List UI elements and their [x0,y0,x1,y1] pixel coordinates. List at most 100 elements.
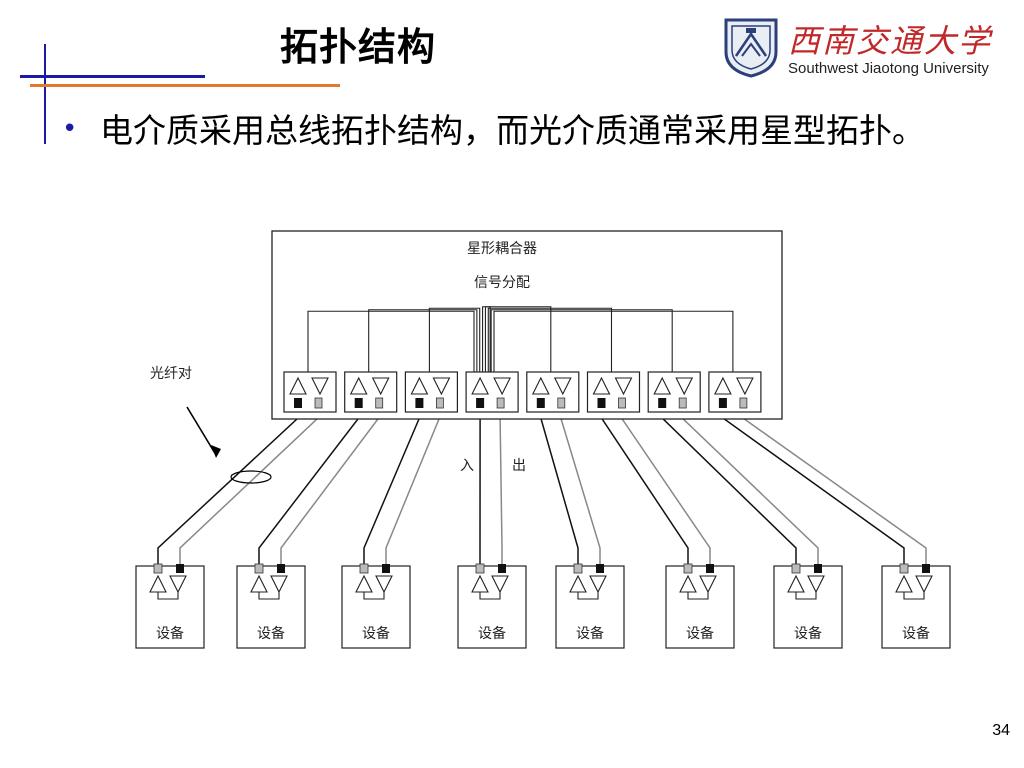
fiber-out-line [280,413,380,566]
connector-dark-icon [706,564,714,573]
connector-light-icon [359,563,369,574]
decor-vertical-line [44,44,46,144]
connector-light-icon [375,397,384,409]
coupler-port [647,371,701,413]
connector-dark-icon [382,564,390,573]
device-label: 设备 [362,625,390,642]
connector-light-icon [573,563,583,574]
device-box: 设备 [665,563,735,649]
device-box: 设备 [236,563,306,649]
connector-light-icon [791,563,801,574]
connector-dark-icon [597,398,606,408]
connector-light-icon [435,397,444,409]
connector-light-icon [557,397,566,409]
page-number: 34 [992,722,1010,739]
transmitter-triangle-icon [493,377,511,396]
fiber-out-line [560,413,601,566]
device-loop-line [258,592,280,600]
connector-light-icon [683,563,693,574]
coupler-label: 星形耦合器 [467,241,537,257]
connector-dark-icon [814,564,822,573]
transmitter-triangle-icon [589,575,607,594]
fiber-out-line [385,413,441,566]
fiber-in-line [363,413,421,566]
out-label: 出 [512,458,526,474]
fiber-cables [157,413,927,566]
connector-light-icon [618,397,626,409]
transmitter-triangle-icon [736,377,754,396]
transmitter-triangle-icon [491,575,509,594]
distribution-line [493,310,734,374]
transmitter-triangle-icon [553,377,572,396]
connector-dark-icon [415,398,424,408]
connector-light-icon [153,563,163,574]
transmitter-triangle-icon [699,575,717,594]
coupler-port [283,371,337,413]
device-box: 设备 [773,563,843,649]
transmitter-triangle-icon [169,575,187,594]
device-box: 设备 [135,563,205,649]
connector-dark-icon [536,398,545,408]
connector-dark-icon [658,398,667,408]
signal-distribution-lines [307,306,734,374]
distribution-line [484,306,552,374]
fiber-out-line [742,413,927,566]
coupler-port [404,371,458,413]
receiver-triangle-icon [653,376,672,395]
coupler-port [526,371,580,413]
receiver-triangle-icon [531,376,550,395]
logo-name-cn: 西南交通大学 [788,22,993,60]
arrow-head-icon [211,445,221,458]
connector-dark-icon [922,564,930,573]
receiver-triangle-icon [349,376,368,395]
connector-dark-icon [176,564,184,573]
device-label: 设备 [576,625,604,642]
device-label: 设备 [257,625,285,642]
coupler-port [586,371,641,413]
fiber-out-line [179,413,319,566]
connector-light-icon [899,563,909,574]
device-loop-line [903,592,925,600]
device-box: 设备 [341,563,411,649]
signal-label: 信号分配 [474,275,530,291]
transmitter-triangle-icon [807,575,825,594]
connector-dark-icon [294,398,302,408]
transmitter-triangle-icon [675,377,694,396]
connector-light-icon [678,397,687,409]
distribution-line [487,307,613,374]
connector-light-icon [254,563,264,574]
receiver-triangle-icon [714,376,732,395]
device-label: 设备 [686,625,714,642]
distribution-line [307,310,475,374]
university-logo: 西南交通大学 Southwest Jiaotong University [720,14,1000,84]
connector-dark-icon [277,564,285,573]
transmitter-triangle-icon [270,575,288,594]
connector-dark-icon [354,398,363,408]
device-loop-line [795,592,817,600]
transmitter-triangle-icon [915,575,933,594]
transmitter-triangle-icon [432,377,451,396]
decor-orange-line [30,84,340,87]
device-label: 设备 [478,625,506,642]
device-box: 设备 [457,563,527,649]
device-label: 设备 [902,625,930,642]
coupler-port [344,371,398,413]
fiber-out-line [499,413,503,566]
device-loop-line [577,592,599,600]
fiber-out-line [681,413,819,566]
fiber-in-line [157,413,299,566]
transmitter-triangle-icon [371,377,390,396]
fiber-in-line [661,413,797,566]
fiber-pair-highlight [230,470,272,484]
connector-dark-icon [596,564,604,573]
fiber-in-line [258,413,360,566]
fiber-pair-arrow-icon [186,406,217,456]
connector-dark-icon [476,398,485,408]
device-label: 设备 [156,625,184,642]
connector-light-icon [314,397,323,409]
transmitter-triangle-icon [375,575,393,594]
university-seal-icon [724,18,778,78]
bullet-dot-icon: • [62,114,78,144]
device-loop-line [363,592,385,600]
